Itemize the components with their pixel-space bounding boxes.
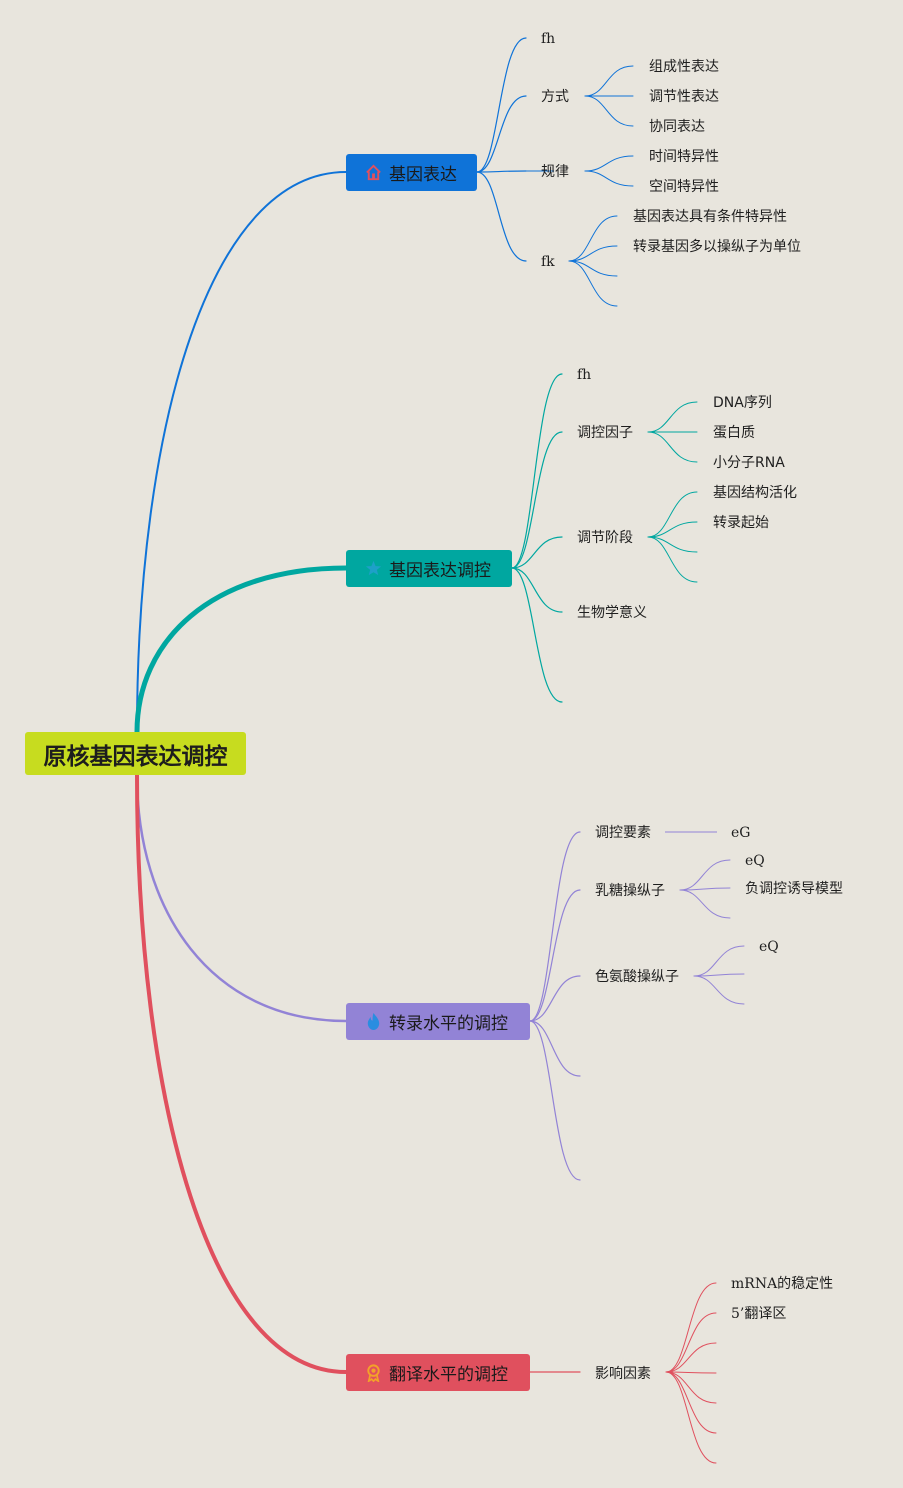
branch-title: 基因表达调控 [389, 561, 491, 581]
topic-connector [476, 95, 527, 173]
topic-connector [679, 887, 731, 891]
topic-connector [511, 567, 563, 703]
topic-label[interactable]: 方式 [541, 89, 569, 105]
topic-connector [529, 975, 581, 1022]
topic-label[interactable]: 色氨酸操纵子 [595, 969, 679, 985]
topic-connector [529, 1020, 581, 1077]
root-node[interactable]: 原核基因表达调控 [25, 732, 246, 775]
subtopic-label[interactable]: 负调控诱导模型 [745, 881, 843, 897]
topic-connector [511, 536, 563, 569]
topic-connector [476, 171, 527, 262]
topic-label[interactable]: 生物学意义 [577, 605, 647, 621]
subtopic-label[interactable]: 转录起始 [713, 515, 769, 531]
topic-connector [529, 889, 581, 1022]
root-connector [135, 773, 348, 1374]
topic-connector [693, 975, 745, 1005]
topic-connector [647, 521, 698, 538]
topic-connector [476, 37, 527, 173]
root-title: 原核基因表达调控 [43, 743, 228, 770]
subtopic-label[interactable]: 空间特异性 [649, 179, 719, 195]
flame-icon [367, 1012, 380, 1031]
topic-connector [665, 1371, 717, 1434]
home-icon [366, 164, 381, 181]
topic-connector [568, 215, 618, 262]
topic-label[interactable]: 规律 [541, 164, 569, 180]
topic-connector [647, 491, 698, 538]
topic-connector [511, 373, 563, 569]
topic-connector [665, 1371, 717, 1374]
mindmap-edges [134, 37, 745, 1464]
topic-connector [679, 859, 731, 891]
topic-connector [693, 945, 745, 977]
topic-connector [584, 170, 634, 187]
subtopic-label[interactable]: eQ [759, 939, 779, 955]
subtopic-label[interactable]: DNA序列 [713, 395, 772, 411]
subtopic-label[interactable]: mRNA的稳定性 [731, 1276, 834, 1292]
topic-connector [665, 1371, 717, 1464]
topic-connector [647, 401, 698, 433]
topic-connector [529, 1020, 581, 1181]
subtopic-label[interactable]: 蛋白质 [713, 425, 755, 441]
subtopic-label[interactable]: 基因表达具有条件特异性 [633, 209, 787, 225]
topic-label[interactable]: 调控要素 [595, 825, 651, 841]
topic-label[interactable]: fh [541, 31, 556, 47]
topic-connector [511, 567, 563, 613]
topic-connector [476, 170, 527, 173]
topic-connector [568, 260, 618, 307]
topic-connector [529, 831, 581, 1022]
root-connector [136, 171, 347, 733]
topic-connector [665, 1342, 717, 1373]
branch-node-gene-expression[interactable]: 基因表达 [346, 154, 477, 191]
subtopic-label[interactable]: 组成性表达 [649, 59, 719, 75]
topic-connector [584, 95, 634, 127]
topic-connector [665, 1282, 717, 1373]
root-connector [135, 773, 348, 1023]
branch-node-expression-regulation[interactable]: 基因表达调控 [346, 550, 512, 587]
topic-connector [511, 431, 563, 569]
topic-label[interactable]: 乳糖操纵子 [595, 883, 665, 899]
topic-connector [679, 889, 731, 919]
topic-connector [647, 431, 698, 463]
branch-title: 基因表达 [389, 165, 457, 185]
topic-label[interactable]: fh [577, 367, 592, 383]
subtopic-label[interactable]: 时间特异性 [649, 149, 719, 165]
topic-connector [584, 155, 634, 172]
topic-connector [665, 1312, 717, 1373]
award-icon [367, 1364, 380, 1382]
subtopic-label[interactable]: 协同表达 [649, 119, 705, 135]
topic-connector [568, 245, 618, 262]
branch-title: 转录水平的调控 [389, 1014, 508, 1034]
topic-connector [693, 973, 745, 977]
branch-title: 翻译水平的调控 [389, 1365, 508, 1385]
topic-connector [584, 65, 634, 97]
star-icon [365, 560, 382, 576]
topic-label[interactable]: 影响因素 [595, 1366, 651, 1382]
subtopic-label[interactable]: 调节性表达 [649, 89, 719, 105]
topic-connector [665, 1371, 717, 1404]
branch-node-transcription-regulation[interactable]: 转录水平的调控 [346, 1003, 530, 1040]
root-connector [134, 565, 349, 735]
topic-connector [647, 536, 698, 583]
subtopic-label[interactable]: eG [731, 825, 751, 841]
subtopic-label[interactable]: 转录基因多以操纵子为单位 [633, 239, 801, 255]
subtopic-label[interactable]: eQ [745, 853, 765, 869]
topic-label[interactable]: 调节阶段 [577, 530, 633, 546]
subtopic-label[interactable]: 5’翻译区 [731, 1306, 787, 1322]
subtopic-label[interactable]: 基因结构活化 [713, 485, 797, 501]
topic-label[interactable]: 调控因子 [577, 425, 633, 441]
subtopic-label[interactable]: 小分子RNA [713, 455, 785, 471]
branch-node-translation-regulation[interactable]: 翻译水平的调控 [346, 1354, 530, 1391]
topic-label[interactable]: fk [541, 254, 555, 270]
